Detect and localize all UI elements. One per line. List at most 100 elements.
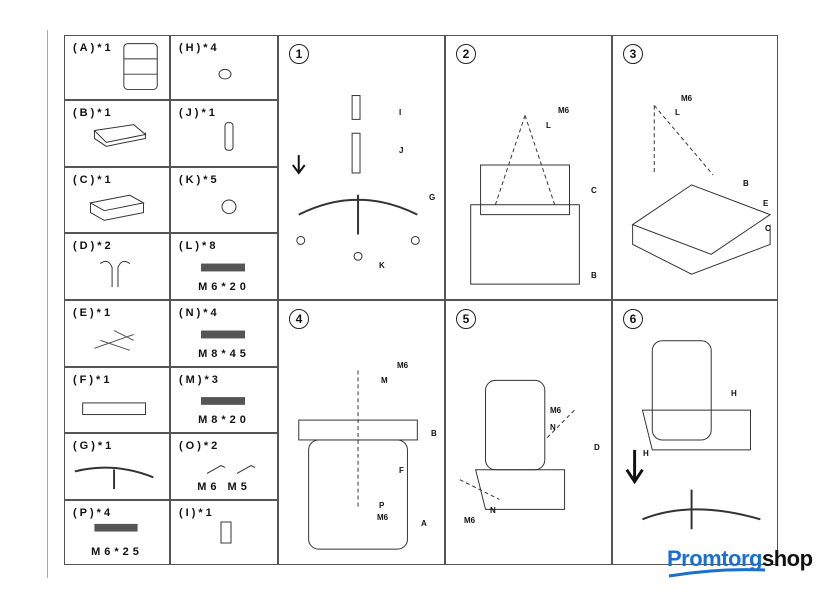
part-cell: (B)*1 [64,100,170,167]
part-illustration-icon [201,397,245,405]
part-cell: (J)*1 [170,100,278,167]
part-size: M6*20 [198,281,250,293]
part-size: M8*20 [198,414,250,426]
part-illustration-icon [94,523,138,532]
callout-label: C [765,224,771,233]
part-label: (K)*5 [179,174,220,186]
scan-edge-line [47,30,48,578]
part-cell: (E)*1 [64,300,170,367]
step-illustration-icon [470,115,580,285]
part-label: (O)*2 [179,440,221,452]
part-size: M6*25 [91,546,143,558]
part-cell: (K)*5 [170,167,278,233]
step-number: 3 [623,44,643,64]
step-illustration-icon [459,379,575,510]
part-label: (P)*4 [73,507,114,519]
promtorgshop-logo: Promtorgshop [667,546,813,578]
part-illustration-icon [206,464,256,474]
part-cell: (A)*1 [64,35,170,100]
step-number: 6 [623,309,643,329]
logo-swoosh-icon [668,568,766,578]
part-cell: (O)*2 M6 M5 [170,433,278,500]
callout-label: B [431,429,437,438]
part-label: (A)*1 [73,42,114,54]
callout-label: M6 [681,94,693,103]
part-label: (G)*1 [73,440,115,452]
part-label: (M)*3 [179,374,221,386]
callout-label: E [763,199,769,208]
part-label: (D)*2 [73,240,114,252]
step-illustration-icon [298,370,418,550]
part-label: (F)*1 [73,374,113,386]
part-illustration-icon [123,43,158,90]
part-label: (N)*4 [179,307,220,319]
part-illustration-icon [224,122,234,151]
part-illustration-icon [89,194,145,221]
callout-label: M6 [464,516,476,525]
callout-label: B [591,271,597,280]
part-illustration-icon [201,330,245,339]
step-number: 4 [289,309,309,329]
callout-label: L [546,121,551,130]
callout-label: M6 [550,406,562,415]
part-illustration-icon [221,199,237,215]
callout-label: F [399,466,404,475]
callout-label: L [675,108,680,117]
callout-label: I [399,108,402,117]
part-label: (I)*1 [179,507,215,519]
part-size: M8*45 [198,348,250,360]
step-number: 5 [456,309,476,329]
part-label: (H)*4 [179,42,220,54]
callout-label: A [421,519,427,528]
callout-label: J [399,146,404,155]
callout-label: N [490,506,496,515]
callout-label: M6 [397,361,409,370]
callout-label: C [591,186,597,195]
part-illustration-icon [94,330,134,351]
step-illustration-icon [631,105,772,275]
callout-label: M6 [558,106,570,115]
part-label: (L)*8 [179,240,219,252]
callout-label: K [379,261,385,270]
part-illustration-icon [100,260,131,288]
part-cell: (I)*1 [170,500,278,565]
part-illustration-icon [82,402,146,416]
step-illustration-icon [625,340,761,530]
part-cell: (C)*1 [64,167,170,233]
part-label: (E)*1 [73,307,114,319]
callout-label: N [550,423,556,432]
part-size: M6 M5 [197,481,251,493]
part-label: (C)*1 [73,174,114,186]
part-illustration-icon [218,68,232,80]
step-number: 2 [456,44,476,64]
step-illustration-icon [292,95,420,261]
callout-label: H [731,389,737,398]
logo-text-1: Promtorg [667,546,763,571]
step-number: 1 [289,44,309,64]
callout-label: P [379,501,385,510]
callout-label: D [594,443,600,452]
part-label: (B)*1 [73,107,114,119]
logo-text-2: shop [762,546,813,571]
part-illustration-icon [93,124,147,147]
part-cell: (D)*2 [64,233,170,300]
part-cell: (H)*4 [170,35,278,100]
part-cell: (F)*1 [64,367,170,433]
part-illustration-icon [74,466,154,490]
callout-label: M [381,376,388,385]
part-cell: (G)*1 [64,433,170,500]
callout-label: G [429,193,436,202]
part-label: (J)*1 [179,107,218,119]
part-illustration-icon [220,521,232,544]
callout-label: B [743,179,749,188]
callout-label: H [643,449,649,458]
